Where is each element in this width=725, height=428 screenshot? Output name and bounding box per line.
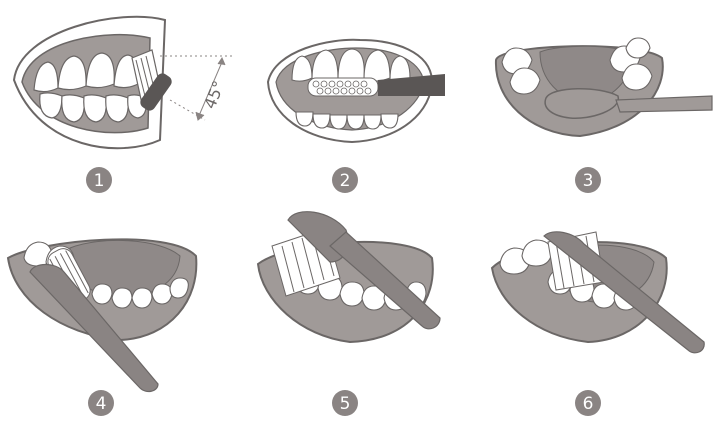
toothbrush-6 [543,231,705,354]
step-badge-6: 6 [575,390,601,416]
lower-teeth-1 [39,92,147,123]
angle-label: 45° [200,78,228,111]
toothbrush-4 [29,248,159,393]
step-4-illustration [6,238,198,393]
angle-guide [160,55,232,121]
step-1-illustration: 45° [12,15,232,150]
upper-teeth-2 [291,48,411,82]
teeth-4 [23,241,189,309]
step-badge-1: 1 [86,167,112,193]
step-badge-4: 4 [88,390,114,416]
tongue-3 [539,45,633,103]
step-number-4: 4 [96,394,107,414]
step-badge-2: 2 [332,167,358,193]
step-3-illustration [494,37,713,138]
lower-teeth-2 [295,111,399,130]
step-6-illustration [490,231,705,354]
teeth-3 [501,37,653,95]
toothbrush-2 [307,74,445,97]
upper-teeth-1 [33,52,139,93]
toothbrush-5 [271,211,441,330]
step-2-illustration [266,38,445,144]
step-number-2: 2 [340,171,351,191]
step-number-6: 6 [583,394,594,414]
step-5-illustration [256,211,441,344]
step-number-5: 5 [340,394,351,414]
step-number-3: 3 [583,171,594,191]
step-number-1: 1 [94,171,105,191]
step-badge-3: 3 [575,167,601,193]
step-badge-5: 5 [332,390,358,416]
toothbrush-1 [131,49,172,111]
toothbrush-3 [544,88,713,119]
